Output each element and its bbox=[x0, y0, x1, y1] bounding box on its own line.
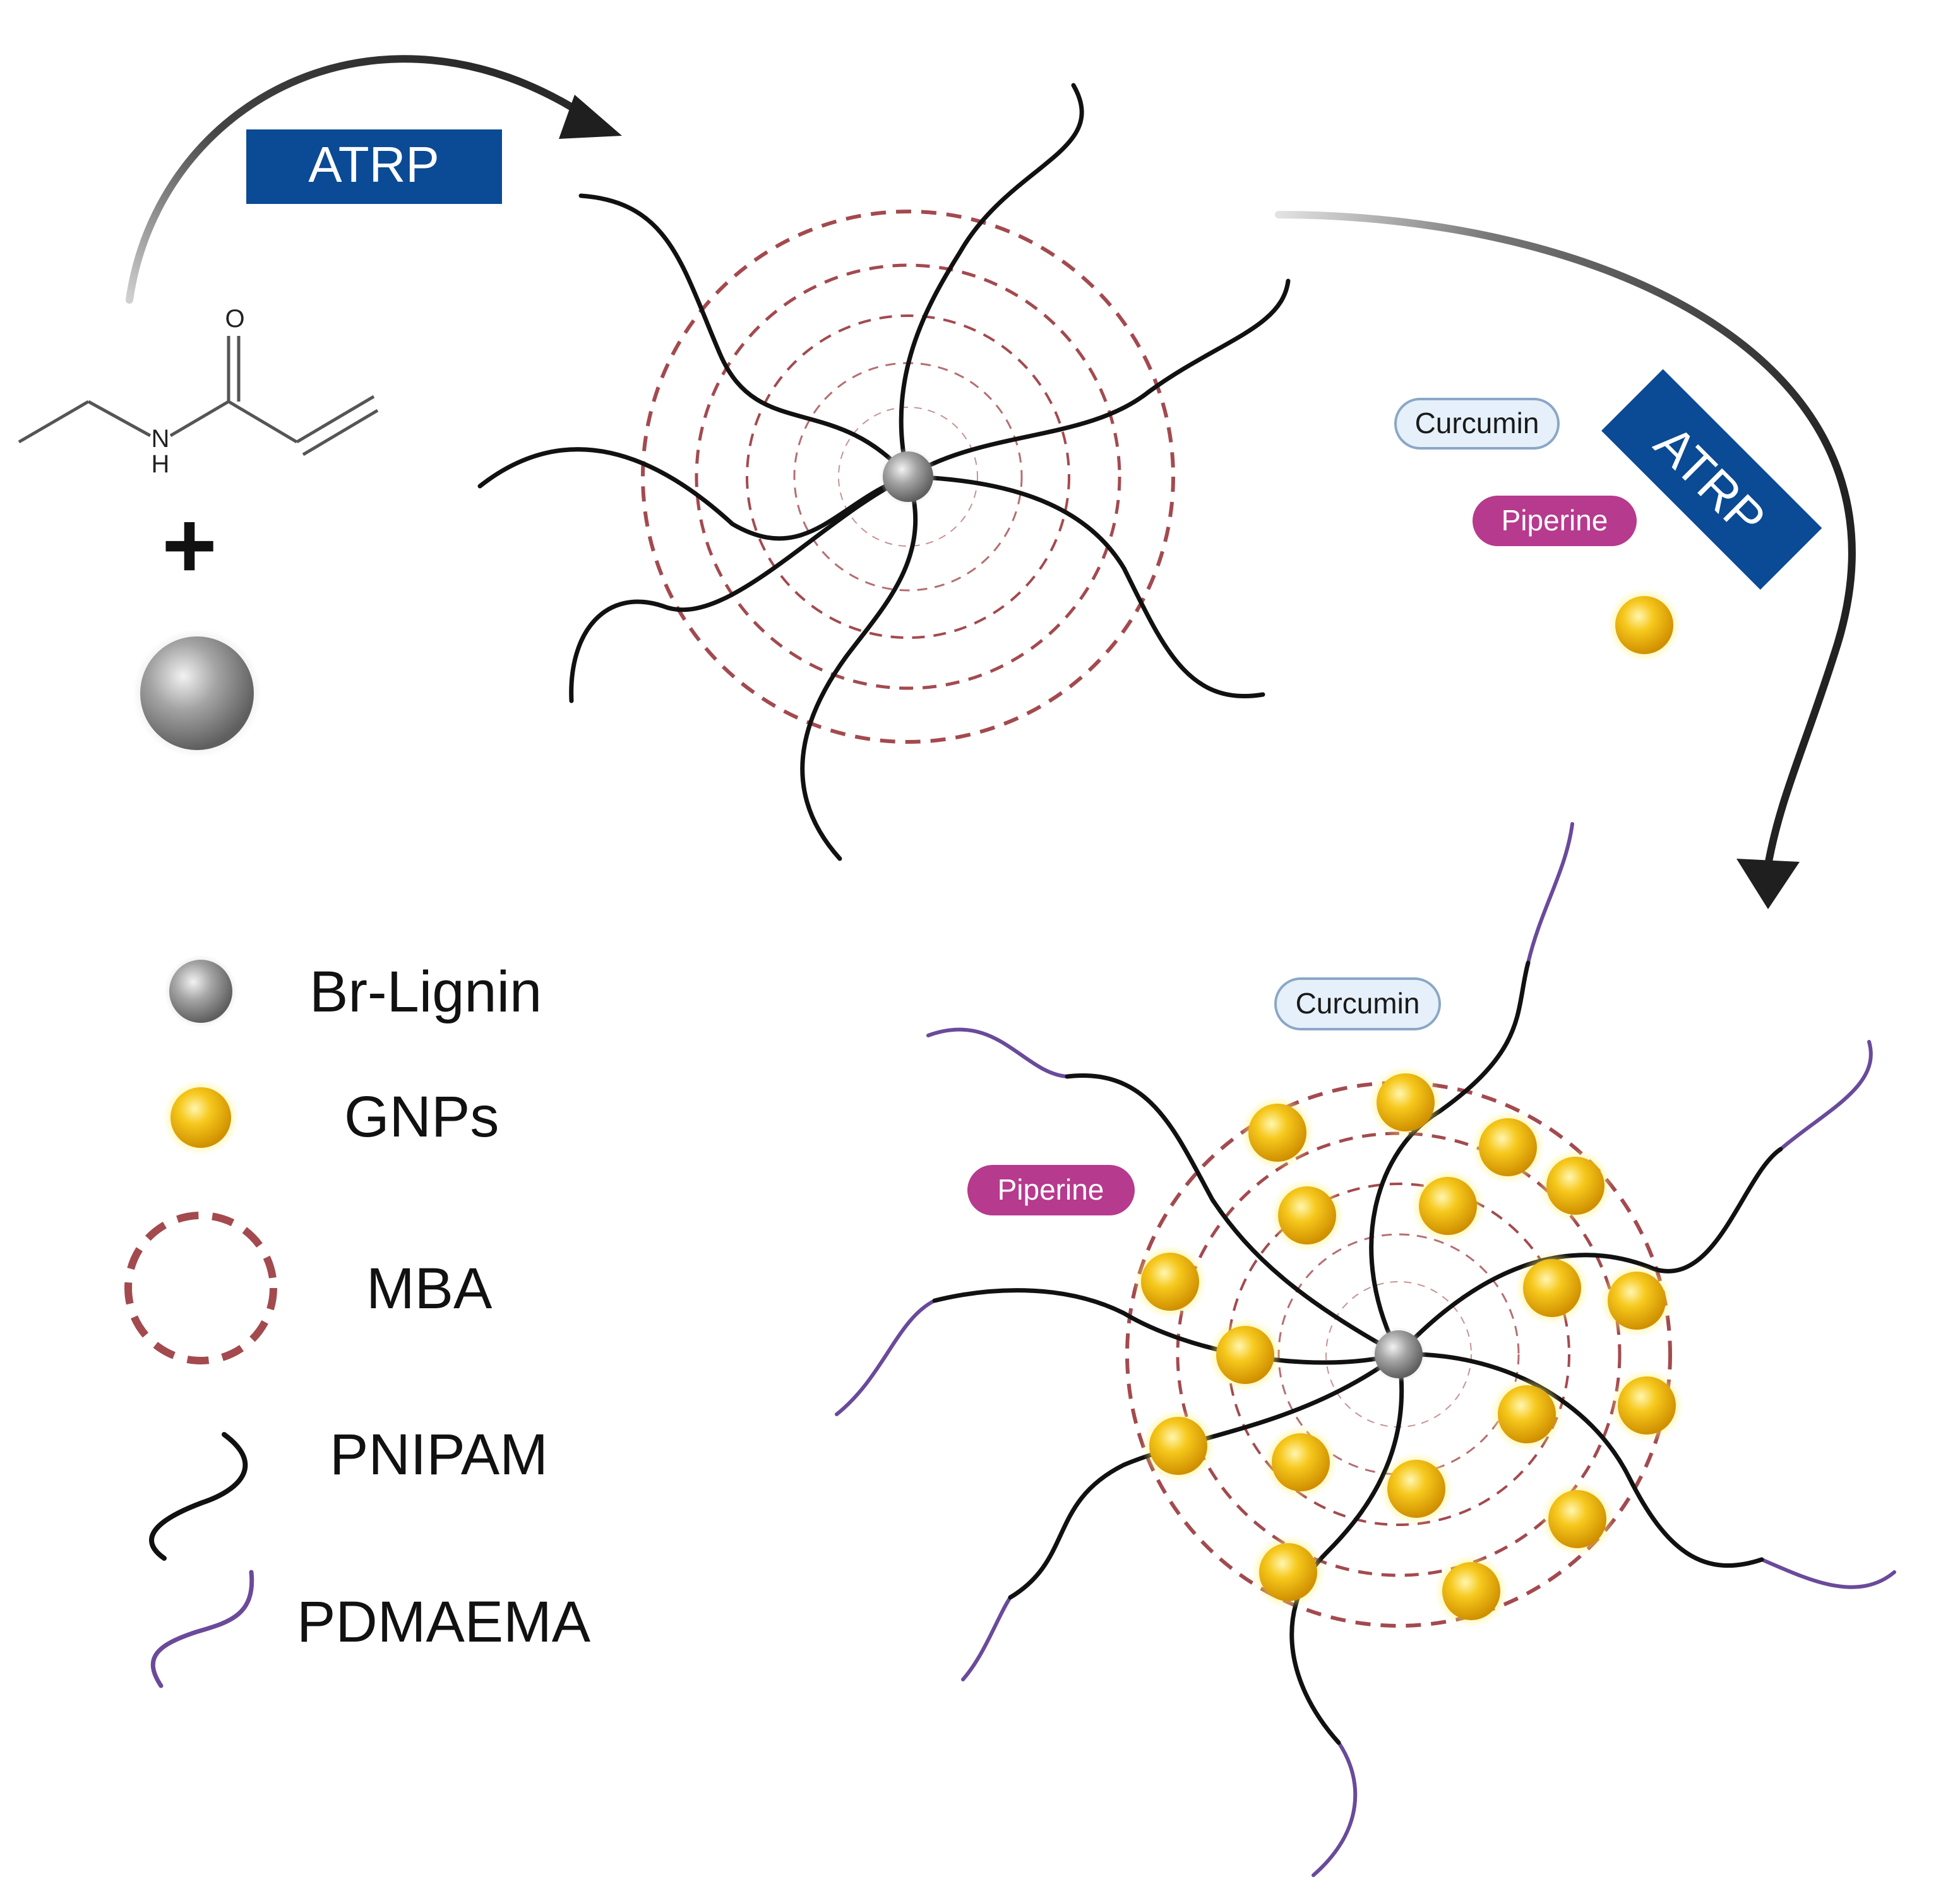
black-chain-icon bbox=[149, 1432, 248, 1561]
gnp-sphere bbox=[1380, 1452, 1453, 1525]
gnp-sphere bbox=[1539, 1149, 1612, 1222]
curcumin-label: Curcumin bbox=[1296, 987, 1420, 1020]
legend-label-pnipam: PNIPAM bbox=[330, 1423, 548, 1487]
gnp-sphere-intermediate bbox=[1608, 588, 1681, 662]
dashed-circle-icon bbox=[124, 1212, 277, 1364]
gnp-sphere bbox=[1264, 1426, 1337, 1499]
nitrogen-atom-label: N bbox=[152, 425, 170, 453]
gnp-sphere bbox=[1610, 1369, 1683, 1442]
step-1-arrow bbox=[126, 55, 622, 304]
gnp-cluster bbox=[1133, 1066, 1683, 1628]
gnp-sphere bbox=[1515, 1251, 1589, 1325]
atrp-box-2: ATRP bbox=[1601, 369, 1822, 590]
gnp-sphere bbox=[1142, 1409, 1215, 1482]
atrp-box-1: ATRP bbox=[246, 129, 502, 204]
step-2-arrow bbox=[1275, 211, 1856, 909]
br-lignin-core-final bbox=[1375, 1330, 1423, 1378]
legend-item-br-lignin: Br-Lignin bbox=[164, 955, 542, 1028]
piperine-label: Piperine bbox=[998, 1173, 1104, 1206]
purple-chain-icon bbox=[150, 1570, 254, 1688]
gnp-sphere bbox=[1435, 1554, 1508, 1628]
gold-sphere-icon bbox=[170, 1087, 231, 1148]
legend-label-mba: MBA bbox=[366, 1256, 493, 1321]
monomer-structure bbox=[18, 336, 379, 456]
gnp-sphere bbox=[1471, 1111, 1545, 1184]
legend-item-pdmaema: PDMAEMA bbox=[150, 1570, 591, 1688]
gnp-sphere bbox=[1600, 1264, 1673, 1337]
piperine-label: Piperine bbox=[1502, 504, 1608, 537]
curcumin-pill-final: Curcumin bbox=[1274, 977, 1441, 1030]
atrp-label-1: ATRP bbox=[308, 136, 439, 193]
gnp-sphere bbox=[1270, 1179, 1344, 1252]
arrowhead-icon bbox=[559, 95, 622, 139]
pdmaema-chains bbox=[835, 822, 1896, 1877]
final-nanocomposite bbox=[835, 822, 1896, 1877]
piperine-pill-intermediate: Piperine bbox=[1473, 496, 1637, 546]
gnp-sphere bbox=[1541, 1482, 1614, 1556]
curcumin-label: Curcumin bbox=[1415, 407, 1539, 439]
gnp-sphere bbox=[1209, 1318, 1282, 1392]
legend-label-br-lignin: Br-Lignin bbox=[309, 960, 542, 1024]
legend: Br-Lignin GNPs MBA PNIPAM PDMAEMA bbox=[124, 955, 591, 1688]
legend-item-gnps: GNPs bbox=[163, 1080, 499, 1155]
gnp-sphere bbox=[1411, 1169, 1485, 1243]
legend-item-mba: MBA bbox=[124, 1212, 493, 1364]
grey-sphere-icon bbox=[169, 960, 232, 1023]
intermediate-star-polymer bbox=[477, 83, 1291, 861]
pnipam-chains-final bbox=[932, 960, 1783, 1745]
gnp-sphere bbox=[1252, 1536, 1325, 1609]
gnp-sphere bbox=[1133, 1245, 1207, 1318]
oxygen-atom-label: O bbox=[225, 305, 244, 333]
legend-item-pnipam: PNIPAM bbox=[149, 1423, 548, 1561]
gnp-sphere bbox=[1369, 1066, 1442, 1139]
curcumin-pill-intermediate: Curcumin bbox=[1394, 398, 1560, 450]
mba-crosslink-shells bbox=[641, 210, 1175, 744]
arrowhead-icon bbox=[1736, 859, 1800, 909]
legend-label-pdmaema: PDMAEMA bbox=[297, 1590, 591, 1654]
gnp-sphere bbox=[1490, 1378, 1563, 1451]
hydrogen-atom-label: H bbox=[152, 450, 170, 478]
pnipam-chains bbox=[477, 83, 1291, 861]
piperine-pill-final: Piperine bbox=[967, 1165, 1135, 1215]
plus-sign: + bbox=[162, 492, 217, 598]
gnp-sphere bbox=[1241, 1096, 1314, 1169]
br-lignin-sphere-reagent bbox=[133, 629, 261, 758]
br-lignin-core bbox=[883, 451, 933, 502]
legend-label-gnps: GNPs bbox=[344, 1085, 499, 1149]
